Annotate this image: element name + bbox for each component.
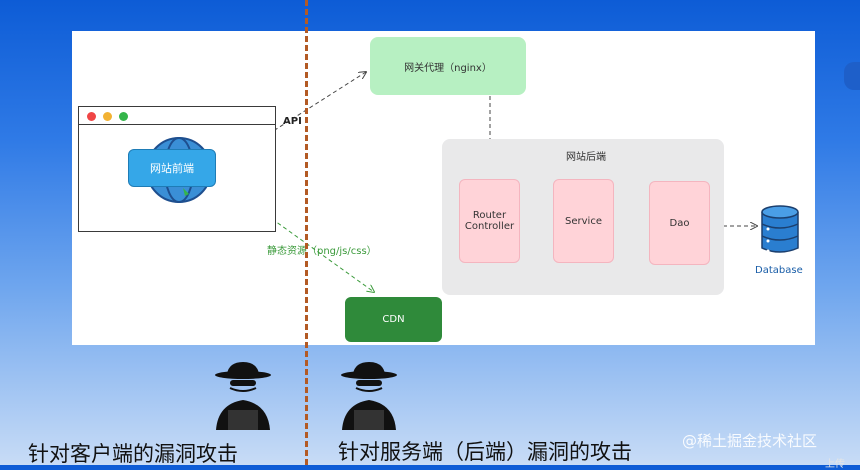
gateway-node[interactable]: 网关代理（nginx） <box>370 37 526 95</box>
maximize-dot-icon <box>119 112 128 121</box>
server-attack-caption: 针对服务端（后端）漏洞的攻击 <box>338 440 632 464</box>
database-label: Database <box>755 265 803 276</box>
frontend-to-cdn-arrow <box>214 177 374 292</box>
browser-title-bar <box>79 107 275 125</box>
side-panel-tab[interactable] <box>844 62 860 90</box>
database-icon <box>761 205 799 253</box>
cdn-node[interactable]: CDN <box>345 297 442 342</box>
dao-node[interactable]: Dao <box>649 181 710 265</box>
client-hacker-icon <box>215 362 271 430</box>
watermark: @稀土掘金技术社区 <box>682 432 818 450</box>
minimize-dot-icon <box>103 112 112 121</box>
router-controller-node[interactable]: Router Controller <box>459 179 520 263</box>
backend-title: 网站后端 <box>566 152 606 163</box>
service-node[interactable]: Service <box>553 179 614 263</box>
client-attack-caption: 针对客户端的漏洞攻击 <box>28 442 238 466</box>
server-hacker-icon <box>341 362 397 430</box>
frontend-node[interactable]: 网站前端 <box>128 149 216 187</box>
api-label: API <box>283 116 302 127</box>
client-server-divider <box>305 0 308 465</box>
close-dot-icon <box>87 112 96 121</box>
static-resources-label: 静态资源（png/js/css） <box>267 246 377 257</box>
corner-mark: 上传 <box>825 459 845 470</box>
